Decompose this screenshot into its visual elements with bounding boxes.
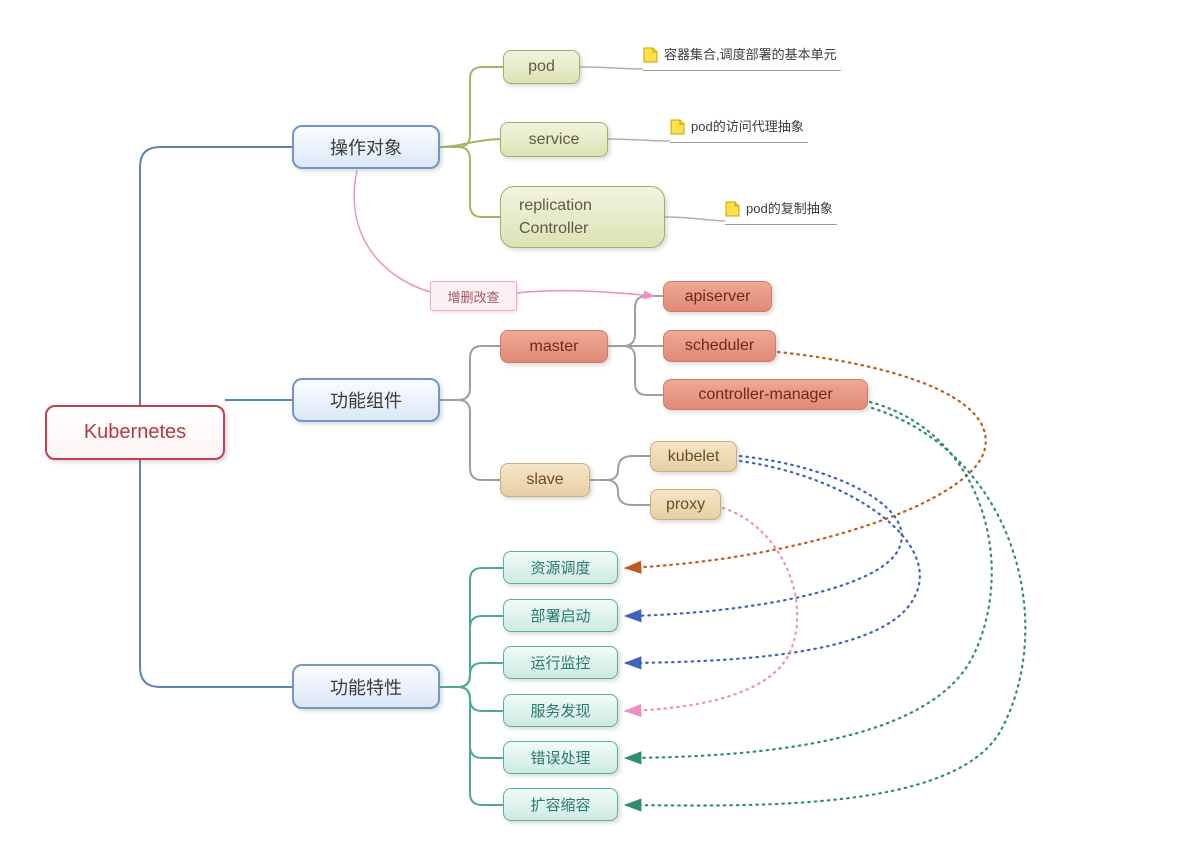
node-feature-deploy-start[interactable]: 部署启动 [503,599,618,632]
node-slave[interactable]: slave [500,463,590,497]
root-node-kubernetes[interactable]: Kubernetes [45,405,225,460]
operation-connectors [439,66,503,218]
node-feature-scaling[interactable]: 扩容缩容 [503,788,618,821]
feature-connectors [440,567,503,806]
node-service[interactable]: service [500,122,608,157]
node-feature-error-handling[interactable]: 错误处理 [503,741,618,774]
node-feature-service-discovery[interactable]: 服务发现 [503,694,618,727]
note-text: pod的访问代理抽象 [691,119,804,134]
note-icon[interactable] [725,201,740,220]
node-scheduler[interactable]: scheduler [663,330,776,362]
node-pod[interactable]: pod [503,50,580,84]
branch-function-components[interactable]: 功能组件 [292,378,440,422]
note-service: pod的访问代理抽象 [670,118,808,143]
relation-label-crud[interactable]: 增删改查 [430,281,517,311]
branch-function-features[interactable]: 功能特性 [292,664,440,709]
node-apiserver[interactable]: apiserver [663,281,772,312]
component-connectors [440,295,663,506]
crud-relation [353,169,656,300]
node-feature-resource-scheduling[interactable]: 资源调度 [503,551,618,584]
note-icon[interactable] [643,47,658,66]
note-text: pod的复制抽象 [746,201,833,216]
note-text: 容器集合,调度部署的基本单元 [664,47,837,62]
relation-arrows [623,350,1027,812]
branch-operation-objects[interactable]: 操作对象 [292,125,440,169]
node-kubelet[interactable]: kubelet [650,441,737,472]
node-controller-manager[interactable]: controller-manager [663,379,868,410]
note-icon[interactable] [670,119,685,138]
node-replication-controller[interactable]: replication Controller [500,186,665,248]
node-feature-run-monitoring[interactable]: 运行监控 [503,646,618,679]
root-branch-connectors [139,146,292,688]
note-connectors [579,66,726,222]
note-pod: 容器集合,调度部署的基本单元 [643,46,841,71]
node-proxy[interactable]: proxy [650,489,721,520]
node-master[interactable]: master [500,330,608,363]
note-replication-controller: pod的复制抽象 [725,200,837,225]
